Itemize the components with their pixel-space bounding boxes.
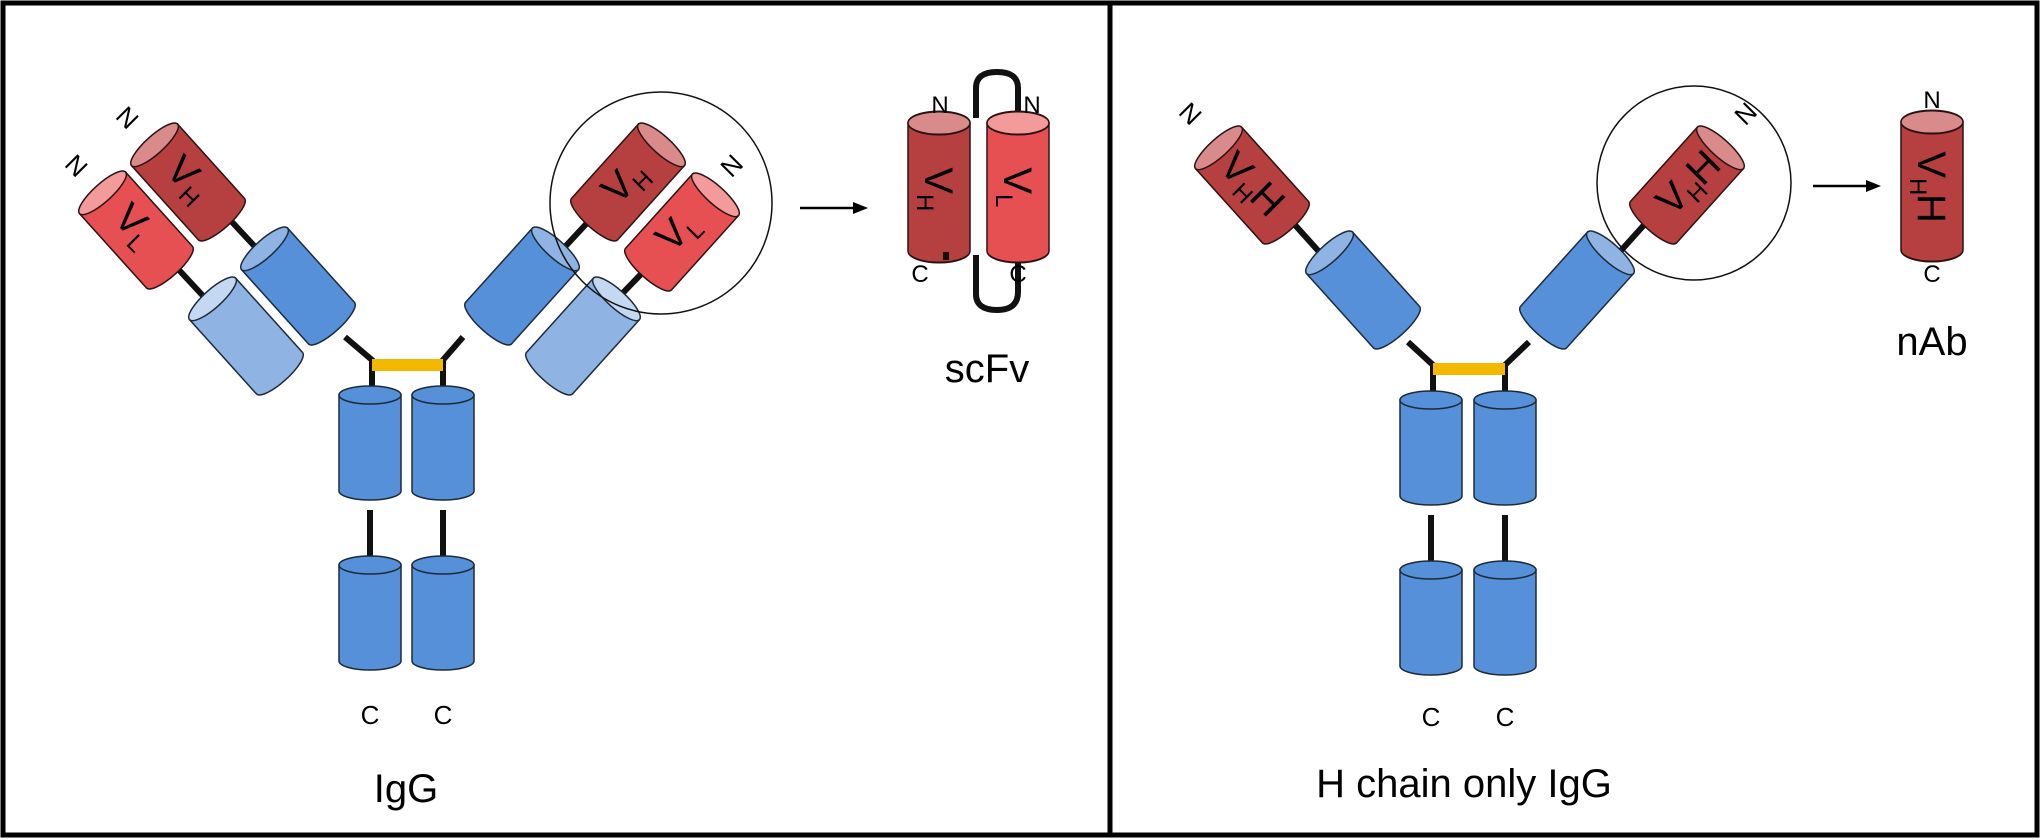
c-terminus-label: C (361, 700, 380, 730)
scfv-n-label: N (931, 92, 948, 119)
scfv-c-label: C (911, 261, 928, 288)
scfv-name: scFv (945, 347, 1029, 391)
scfv-c-label: C (1009, 261, 1026, 288)
nab-vhh-label: V H H (1904, 151, 1953, 223)
fv-highlight-circle (549, 91, 773, 315)
ch1-domain-right (1513, 224, 1641, 356)
n-terminus-label: N (59, 148, 93, 182)
ch3-domain-a (338, 555, 402, 671)
ch2-domain-a (338, 385, 402, 501)
nab-c-label: C (1923, 261, 1940, 288)
svg-text:H: H (1909, 194, 1953, 223)
c-terminus-label: C (1496, 702, 1515, 732)
scfv-vl-label: V L (990, 167, 1039, 207)
svg-text:V: V (995, 167, 1039, 194)
igg-molecule (72, 116, 746, 671)
svg-text:V: V (916, 167, 960, 194)
n-terminus-label: N (110, 100, 144, 134)
vhh-highlight-circle (1596, 85, 1792, 281)
svg-text:L: L (990, 194, 1017, 207)
arrow-to-scfv (800, 202, 868, 214)
nab-n-label: N (1923, 87, 1940, 114)
ch2-domain-b (1473, 390, 1537, 506)
scfv-n-label: N (1023, 92, 1040, 119)
svg-text:H: H (1904, 178, 1931, 195)
ch2-domain-a (1399, 390, 1463, 506)
n-terminus-label: N (1173, 96, 1207, 130)
ch2-domain-b (411, 385, 475, 501)
ch1-domain-left (1299, 224, 1427, 356)
scfv-vh-label: V H (911, 167, 960, 211)
ch3-domain-b (411, 555, 475, 671)
hcab-caption: H chain only IgG (1316, 762, 1612, 806)
hcab-molecule (1188, 119, 1751, 676)
n-terminus-label: N (714, 148, 748, 182)
ch3-domain-b (1473, 560, 1537, 676)
igg-caption: IgG (374, 767, 438, 811)
c-terminus-label: C (434, 700, 453, 730)
ch3-domain-a (1399, 560, 1463, 676)
svg-text:V: V (1909, 151, 1953, 178)
panel-right-frame (1107, 0, 2040, 838)
scfv-fragment (907, 68, 1050, 314)
svg-text:H: H (911, 194, 938, 211)
arrow-to-nab (1813, 180, 1881, 192)
nab-name: nAb (1896, 320, 1967, 364)
c-terminus-label: C (1422, 702, 1441, 732)
